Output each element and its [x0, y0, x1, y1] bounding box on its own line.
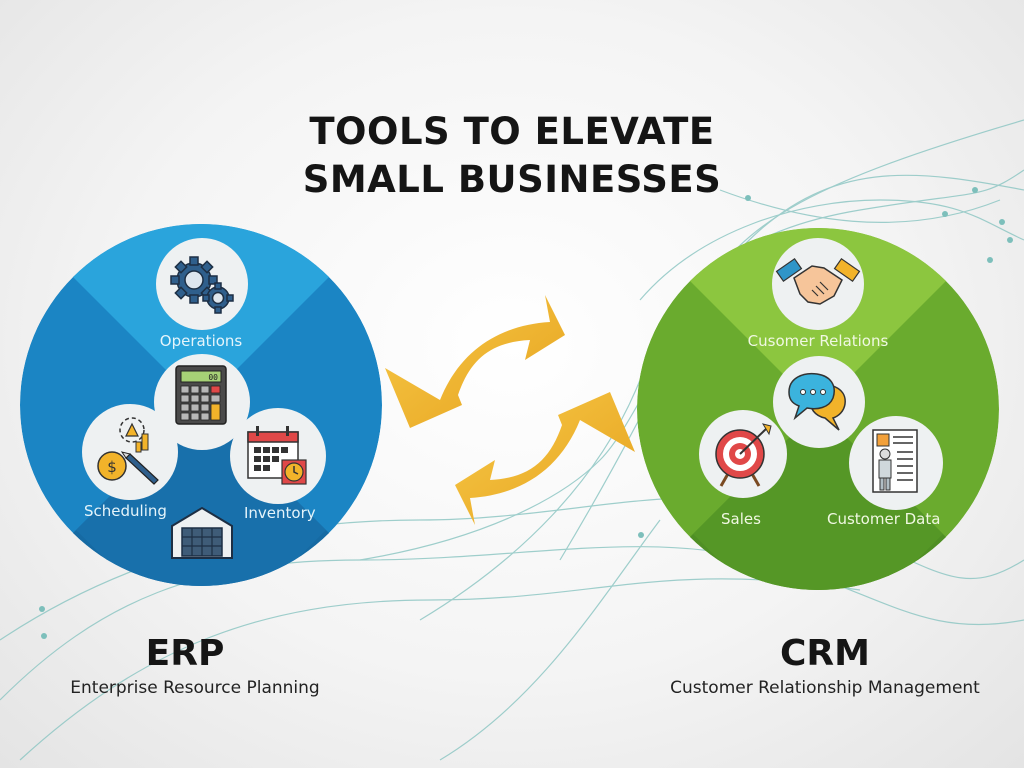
crm-acronym: CRM: [780, 633, 870, 674]
chat-bubbles-icon: [788, 372, 846, 431]
chat-bubble: [773, 356, 865, 448]
erp-acronym: ERP: [145, 633, 225, 674]
crm-hub-wedges: [637, 228, 999, 590]
erp-full-name: Enterprise Resource Planning: [70, 678, 320, 698]
svg-text:00: 00: [208, 373, 218, 382]
sales-bubble: [699, 410, 787, 498]
customer-data-bubble: [849, 416, 943, 510]
warehouse-icon: [171, 506, 233, 559]
gears-icon: [170, 256, 234, 314]
scheduling-label: Scheduling: [84, 502, 167, 520]
crm-full-name: Customer Relationship Management: [670, 678, 980, 698]
customer-data-label: Customer Data: [827, 510, 941, 528]
title-line-1: TOOLS TO ELEVATE: [309, 110, 715, 153]
crm-hub: Cusomer Relations Sales: [637, 228, 999, 590]
page-title: TOOLS TO ELEVATE SMALL BUSINESSES: [0, 108, 1024, 204]
target-icon: [715, 423, 772, 487]
handshake-icon: [775, 257, 861, 305]
calculator-icon: 00: [175, 365, 227, 425]
sync-arrows-icon: [385, 295, 635, 525]
calendar-clock-icon: [247, 426, 307, 485]
finance-planning-icon: $: [97, 417, 159, 485]
operations-label: Operations: [159, 332, 243, 350]
inventory-label: Inventory: [244, 504, 316, 522]
operations-bubble: [156, 238, 248, 330]
customer-relations-label: Cusomer Relations: [747, 332, 889, 350]
customer-relations-bubble: [772, 238, 864, 330]
inventory-bubble: [230, 408, 326, 504]
erp-hub: Operations 00 $ Sched: [20, 224, 382, 586]
sales-label: Sales: [721, 510, 761, 528]
customer-profile-icon: [872, 429, 918, 493]
title-line-2: SMALL BUSINESSES: [302, 158, 722, 201]
scheduling-bubble: $: [82, 404, 178, 500]
svg-text:$: $: [107, 458, 117, 476]
